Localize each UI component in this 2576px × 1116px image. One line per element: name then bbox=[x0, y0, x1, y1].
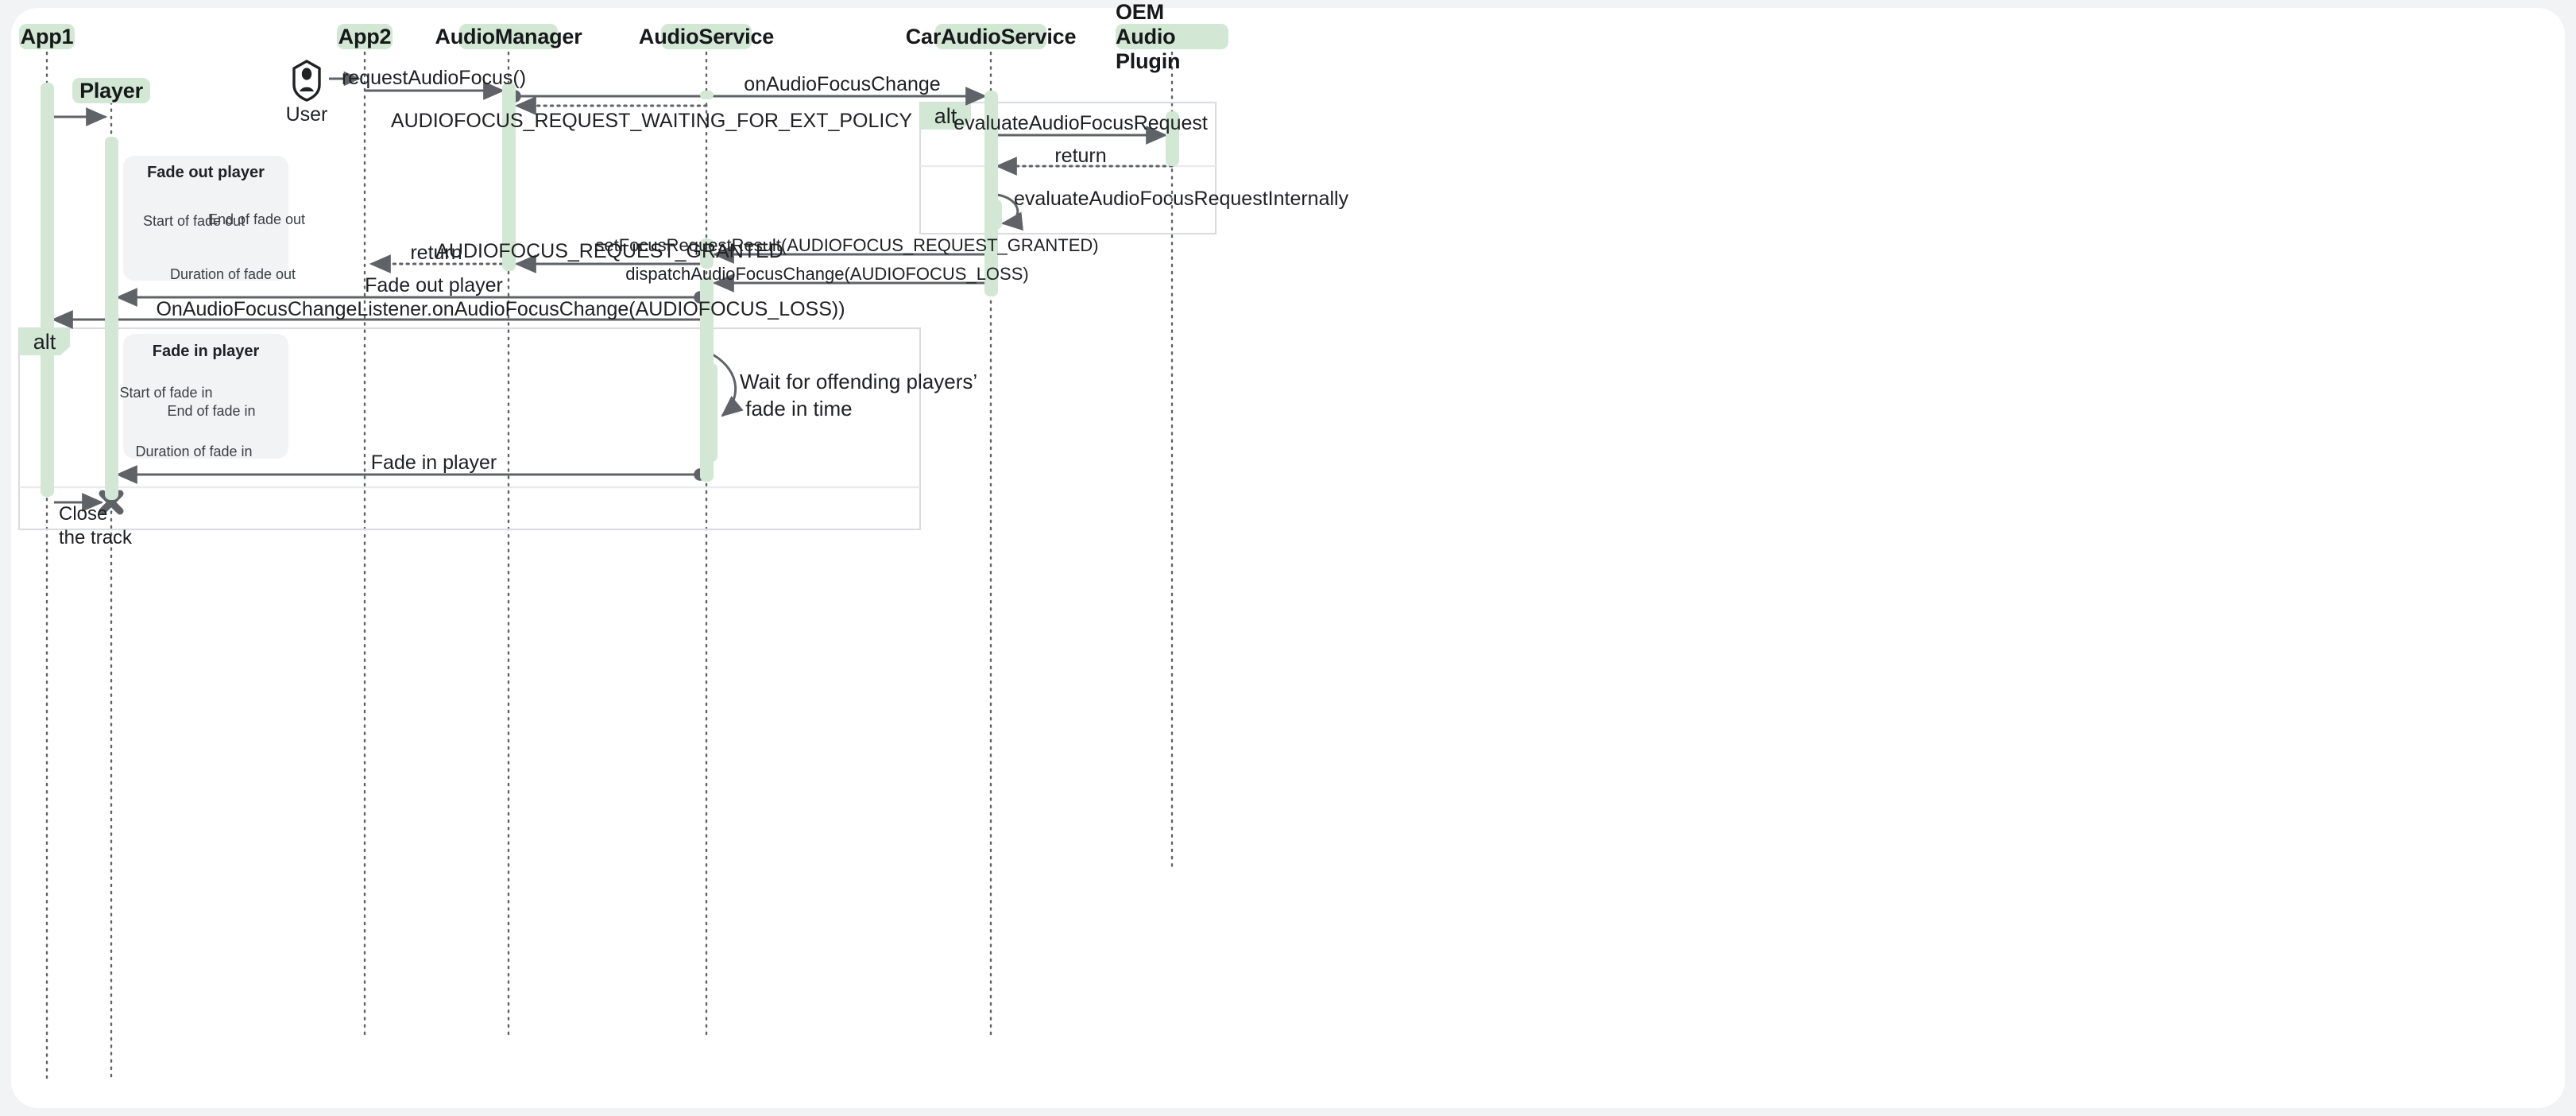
participant-label: Player bbox=[79, 78, 143, 103]
message-label-audiomanager-return: return bbox=[410, 242, 462, 264]
participant-caraudioservice[interactable]: CarAudioService bbox=[906, 24, 1076, 49]
note-label-duration-fade-out: Duration of fade out bbox=[169, 266, 296, 282]
arrow-wait-fade-in-self bbox=[712, 353, 744, 417]
message-label-evaluateInternally: evaluateAudioFocusRequestInternally bbox=[1014, 188, 1349, 210]
note-label-end-fade-out: End of fade out bbox=[207, 211, 306, 227]
participant-label: AudioManager bbox=[435, 24, 582, 48]
message-label-request-granted: AUDIOFOCUS_REQUEST_GRANTED bbox=[435, 240, 783, 262]
message-label-requestAudioFocus: requestAudioFocus() bbox=[341, 67, 527, 89]
message-label-setFocusRequestResult: setFocusRequestResult(AUDIOFOCUS_REQUEST… bbox=[595, 235, 1099, 255]
note-fade-out-player bbox=[123, 156, 288, 281]
activation-audioservice bbox=[700, 91, 714, 99]
user-shield-icon bbox=[292, 60, 321, 102]
participant-app2[interactable]: App2 bbox=[337, 24, 393, 49]
activation-oemplugin bbox=[1166, 111, 1179, 166]
participant-audiomanager[interactable]: AudioManager bbox=[435, 24, 582, 49]
participant-label: OEM Audio Plugin bbox=[1116, 0, 1181, 73]
participant-oemplugin[interactable]: OEM Audio Plugin bbox=[1116, 0, 1228, 73]
participant-label: App1 bbox=[20, 24, 74, 48]
activation-audioservice-2 bbox=[700, 238, 714, 269]
message-label-evaluateAudioFocusRequest: evaluateAudioFocusRequest bbox=[953, 112, 1208, 134]
participant-label: App2 bbox=[338, 24, 392, 48]
participant-app1[interactable]: App1 bbox=[19, 24, 75, 49]
note-label-start-fade-in: Start of fade in bbox=[119, 385, 213, 401]
message-label-onAudioFocusChange: onAudioFocusChange bbox=[744, 73, 941, 95]
message-label-dispatchAudioFocusChange: dispatchAudioFocusChange(AUDIOFOCUS_LOSS… bbox=[625, 264, 1029, 284]
activation-audiomanager bbox=[502, 83, 516, 271]
participant-audioservice[interactable]: AudioService bbox=[639, 24, 774, 49]
activation-caraudioservice bbox=[984, 91, 998, 296]
diagram-sheet bbox=[11, 8, 2565, 1108]
actor-label: User bbox=[285, 103, 328, 126]
participant-player[interactable]: Player bbox=[72, 78, 150, 103]
message-label-fade-in-player: Fade in player bbox=[370, 451, 497, 474]
message-label-oem-return: return bbox=[1054, 145, 1107, 167]
note-title-fade-in: Fade in player bbox=[152, 343, 260, 360]
message-label-close-the-track: Close the track bbox=[59, 503, 133, 548]
fragment-frames bbox=[17, 101, 1217, 531]
note-label-end-fade-in: End of fade in bbox=[167, 403, 256, 419]
arrow-evaluateInternally-self bbox=[996, 193, 1023, 231]
participant-label: AudioService bbox=[638, 24, 775, 48]
activation-app1 bbox=[41, 83, 54, 497]
participant-label: CarAudioService bbox=[905, 24, 1077, 48]
message-label-onAudioFocusChangeListener: OnAudioFocusChangeListener.onAudioFocusC… bbox=[156, 298, 845, 320]
note-label-start-fade-out: Start of fade out bbox=[142, 213, 246, 229]
message-label-waiting-for-ext-policy: AUDIOFOCUS_REQUEST_WAITING_FOR_EXT_POLIC… bbox=[390, 110, 913, 132]
activation-caraudioservice-nested bbox=[989, 200, 1002, 230]
note-label-duration-fade-in: Duration of fade in bbox=[135, 444, 253, 459]
fragment-label-alt-bottom: alt bbox=[33, 329, 56, 354]
message-label-wait-fade-in: Wait for offending players’ fade in time bbox=[740, 370, 978, 420]
note-fade-in-player bbox=[123, 334, 288, 459]
note-title-fade-out: Fade out player bbox=[147, 164, 265, 181]
fragment-label-alt-top: alt bbox=[934, 103, 957, 128]
message-label-fade-out-player: Fade out player bbox=[365, 274, 503, 296]
activation-audioservice-nested bbox=[705, 363, 717, 462]
activation-player bbox=[105, 137, 118, 500]
